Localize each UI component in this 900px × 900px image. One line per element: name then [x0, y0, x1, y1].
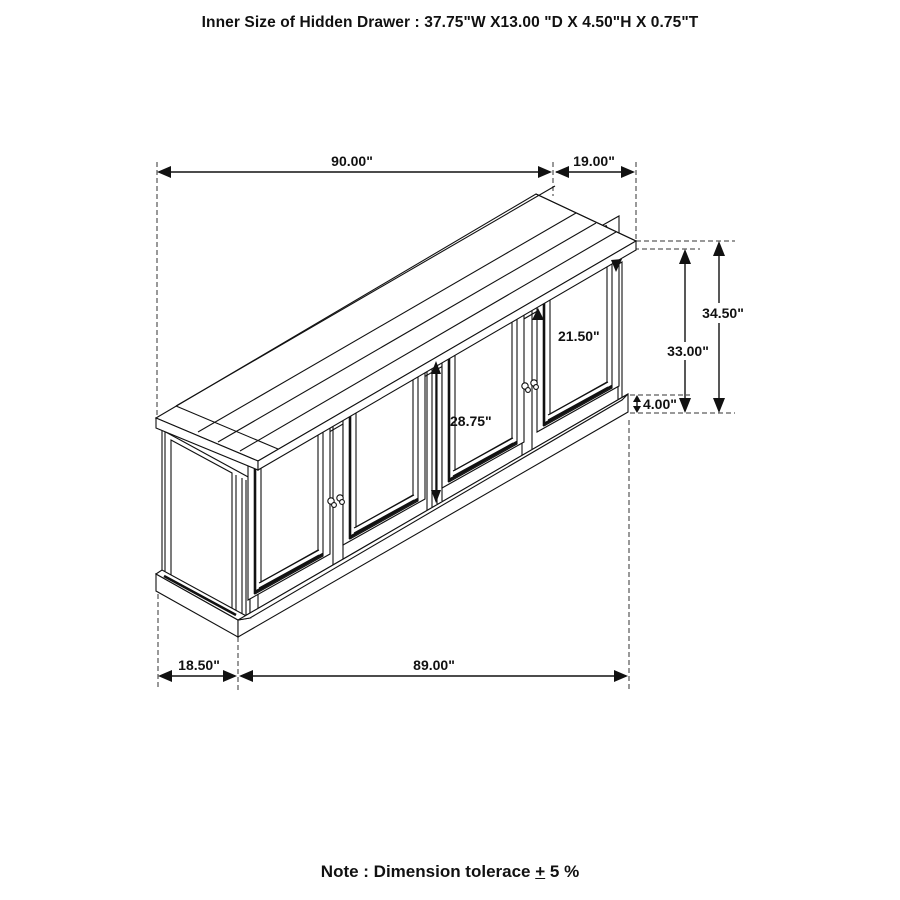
door-width-label: 21.50": [558, 328, 600, 344]
base-depth-label: 18.50": [178, 657, 220, 673]
plus-minus-symbol: +: [535, 862, 546, 881]
dimension-overall-width: 90.00": [157, 153, 552, 178]
tolerance-value: 5 %: [545, 862, 580, 881]
extension-lines: [156, 162, 735, 690]
door-height-label: 28.75": [450, 413, 492, 429]
dimension-base-width: 89.00": [239, 657, 628, 682]
dimension-door-height: 28.75": [431, 361, 492, 503]
dimension-overall-depth: 19.00": [555, 153, 635, 178]
overall-depth-label: 19.00": [573, 153, 615, 169]
dimension-overall-height: 34.50": [700, 241, 748, 413]
dimension-door-width: 21.50": [532, 259, 622, 344]
body-height-label: 33.00": [667, 343, 709, 359]
tolerance-note: Note : Dimension tolerace + 5 %: [0, 862, 900, 882]
dimension-base-height: 4.00": [633, 395, 677, 413]
dimension-base-depth: 18.50": [158, 657, 237, 682]
tolerance-note-text: Note : Dimension tolerace: [320, 862, 536, 881]
overall-height-label: 34.50": [702, 305, 744, 321]
base-height-label: 4.00": [643, 396, 677, 412]
overall-width-label: 90.00": [331, 153, 373, 169]
cabinet-drawing: [154, 185, 638, 638]
base-width-label: 89.00": [413, 657, 455, 673]
dimension-body-height: 33.00": [664, 249, 712, 413]
hidden-drawer-size-title: Inner Size of Hidden Drawer : 37.75"W X1…: [201, 14, 699, 31]
